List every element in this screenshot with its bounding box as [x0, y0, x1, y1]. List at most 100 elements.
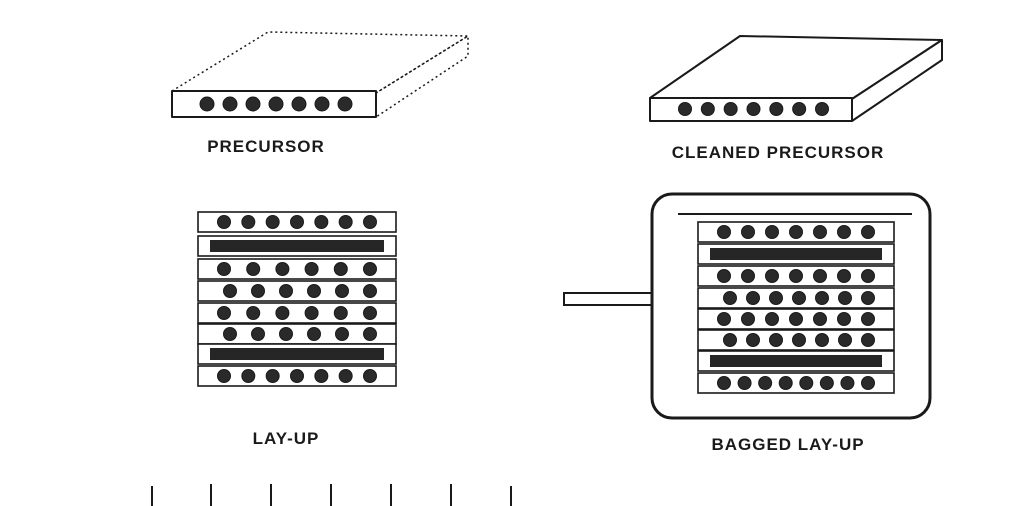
fiber-circle [778, 376, 793, 390]
bagged-lay-up-label: BAGGED LAY-UP [711, 435, 864, 454]
precursor-label: PRECURSOR [207, 137, 325, 156]
fiber-circle [746, 333, 760, 347]
fiber-circle [861, 291, 875, 305]
fiber-circle [307, 284, 321, 298]
fiber-circle [678, 102, 692, 116]
fiber-circle [307, 327, 321, 341]
fiber-circle [799, 376, 814, 390]
fiber-circle [338, 215, 353, 229]
fiber-layer [197, 302, 397, 324]
fiber-circle [222, 96, 238, 112]
fiber-circle [769, 291, 783, 305]
fiber-circle [769, 102, 784, 116]
fiber-circle [723, 333, 737, 347]
fiber-circle [717, 225, 731, 239]
fiber-circle [861, 376, 875, 390]
fiber-circle [265, 215, 280, 229]
fiber-circle [838, 333, 852, 347]
fiber-circle [861, 333, 875, 347]
fiber-circle [815, 102, 829, 116]
fiber-circle [746, 102, 761, 116]
fiber-circle [314, 369, 329, 383]
fiber-circle [792, 102, 807, 116]
fiber-circle [251, 284, 265, 298]
foil-strip [210, 240, 384, 252]
fiber-circle [304, 262, 319, 276]
fiber-circle [789, 269, 803, 283]
cleaned-precursor-plate [649, 35, 943, 122]
fiber-circle [838, 291, 852, 305]
fiber-circle [265, 369, 280, 383]
fiber-circle [268, 96, 284, 112]
fiber-circle [723, 102, 738, 116]
fiber-circle [789, 225, 803, 239]
fiber-circle [223, 284, 237, 298]
fiber-layer [197, 258, 397, 280]
fiber-circle [741, 225, 755, 239]
fiber-circle [338, 369, 353, 383]
fiber-circle [363, 215, 377, 229]
fiber-circle [815, 291, 829, 305]
fiber-circle [217, 306, 231, 320]
fiber-circle [815, 333, 829, 347]
fiber-circle [290, 369, 304, 383]
fiber-circle [241, 369, 256, 383]
fiber-circle [363, 327, 377, 341]
precursor-plate [171, 31, 469, 118]
fiber-circle [813, 269, 827, 283]
fiber-circle [737, 376, 752, 390]
fiber-circle [363, 369, 377, 383]
fiber-circle [223, 327, 237, 341]
foil-strip [210, 348, 384, 360]
fiber-circle [765, 269, 779, 283]
fiber-circle [363, 306, 377, 320]
fiber-circle [789, 312, 803, 326]
fiber-circle [837, 225, 851, 239]
fiber-circle [723, 291, 737, 305]
fiber-circle [199, 96, 215, 112]
fiber-circle [314, 215, 329, 229]
foil-strip [710, 248, 882, 260]
fiber-circle [333, 262, 348, 276]
fiber-circle [765, 225, 779, 239]
fiber-circle [279, 327, 293, 341]
cleaned-precursor-label: CLEANED PRECURSOR [672, 143, 885, 162]
fiber-circle [246, 262, 261, 276]
fiber-circle [275, 262, 290, 276]
fiber-circle [363, 284, 377, 298]
lay-up-stack [197, 211, 397, 387]
fiber-circle [741, 312, 755, 326]
fiber-circle [741, 269, 755, 283]
fiber-circle [819, 376, 834, 390]
fiber-circle [813, 312, 827, 326]
fiber-circle [217, 262, 231, 276]
fiber-circle [251, 327, 265, 341]
cleaned-fiber-row [678, 102, 829, 116]
fiber-circle [246, 306, 261, 320]
fiber-circle [241, 215, 256, 229]
fiber-circle [769, 333, 783, 347]
fiber-circle [291, 96, 307, 112]
fiber-circle [837, 312, 851, 326]
fiber-circle [861, 312, 875, 326]
fiber-circle [717, 312, 731, 326]
fiber-circle [861, 269, 875, 283]
fiber-circle [792, 291, 806, 305]
fiber-circle [245, 96, 261, 112]
fiber-circle [717, 269, 731, 283]
fiber-circle [758, 376, 773, 390]
fiber-circle [217, 369, 231, 383]
fiber-circle [314, 96, 330, 112]
fiber-circle [861, 225, 875, 239]
foil-strip [710, 355, 882, 367]
fiber-circle [290, 215, 304, 229]
tick-marks [151, 484, 512, 506]
fiber-circle [335, 327, 349, 341]
fiber-circle [304, 306, 319, 320]
fiber-circle [335, 284, 349, 298]
fiber-circle [837, 269, 851, 283]
precursor-fiber-row [199, 96, 353, 112]
fiber-circle [746, 291, 760, 305]
fiber-circle [765, 312, 779, 326]
